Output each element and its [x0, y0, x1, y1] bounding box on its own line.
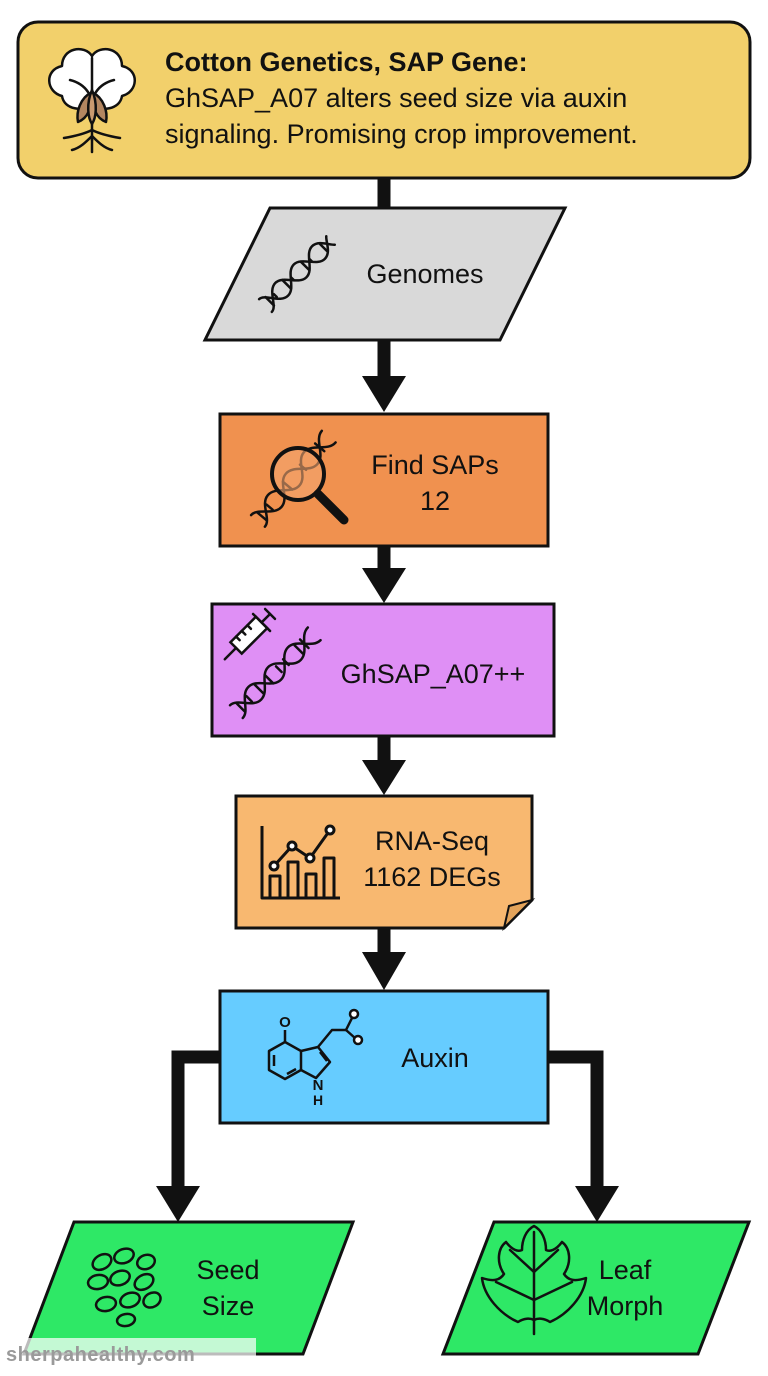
auxin-label: Auxin	[401, 1043, 469, 1073]
arrowhead-find	[362, 376, 406, 412]
seeds-icon	[86, 1247, 162, 1328]
header-line-2: signaling. Promising crop improvement.	[165, 119, 638, 149]
find-saps-count: 12	[419, 486, 451, 516]
connectors	[156, 178, 619, 1222]
auxin-atom-h: H	[313, 1092, 323, 1108]
auxin-molecule-icon	[267, 1008, 364, 1081]
overexpression-node[interactable]	[210, 602, 556, 738]
syringe-dna-icon	[223, 607, 322, 720]
seed-size-label-line-1: Seed	[196, 1255, 260, 1285]
overexpression-label: GhSAP_A07++	[340, 659, 526, 689]
arrowhead-auxin	[362, 952, 406, 990]
rnaseq-label: RNA-Seq	[374, 826, 490, 856]
dna-magnifier-icon	[249, 429, 349, 528]
genomes-label-box: Genomes	[340, 252, 510, 296]
seed-size-label-line-2: Size	[201, 1291, 255, 1321]
header-box	[16, 20, 752, 180]
arrowhead-over	[362, 568, 406, 603]
dna-icon	[257, 234, 337, 314]
find-saps-label-box: Find SAPs 12	[355, 446, 515, 520]
connector-auxin-leaf	[548, 1050, 604, 1188]
auxin-atom-n: N	[313, 1077, 324, 1094]
leaf-morph-label-box: Leaf Morph	[570, 1250, 680, 1326]
auxin-atom-o: O	[279, 1014, 291, 1031]
cotton-plant-icon	[48, 47, 136, 154]
seed-size-label-box: Seed Size	[178, 1250, 278, 1326]
header-title: Cotton Genetics, SAP Gene:	[165, 47, 528, 77]
header-text: Cotton Genetics, SAP Gene: GhSAP_A07 alt…	[165, 44, 735, 152]
arrowhead-seed	[156, 1186, 200, 1222]
connector-auxin-seed	[171, 1050, 220, 1188]
rnaseq-count: 1162 DEGs	[363, 862, 501, 892]
leaf-morph-label-line-1: Leaf	[598, 1255, 652, 1285]
leaf-morph-label-line-2: Morph	[586, 1291, 664, 1321]
rnaseq-label-box: RNA-Seq 1162 DEGs	[352, 822, 512, 896]
watermark: sherpahealthy.com	[0, 1338, 256, 1372]
bar-line-chart-icon	[260, 824, 340, 900]
leaf-icon	[480, 1224, 588, 1336]
find-saps-node[interactable]	[218, 412, 550, 548]
overexpression-label-box: GhSAP_A07++	[318, 652, 548, 696]
header-line-1: GhSAP_A07 alters seed size via auxin	[165, 83, 628, 113]
genomes-node[interactable]	[202, 206, 568, 342]
find-saps-label: Find SAPs	[371, 450, 499, 480]
auxin-label-box: Auxin	[380, 1036, 490, 1080]
rnaseq-page-curl	[502, 898, 536, 932]
arrowhead-rna	[362, 760, 406, 795]
genomes-label: Genomes	[366, 259, 484, 289]
arrowhead-leaf	[575, 1186, 619, 1222]
